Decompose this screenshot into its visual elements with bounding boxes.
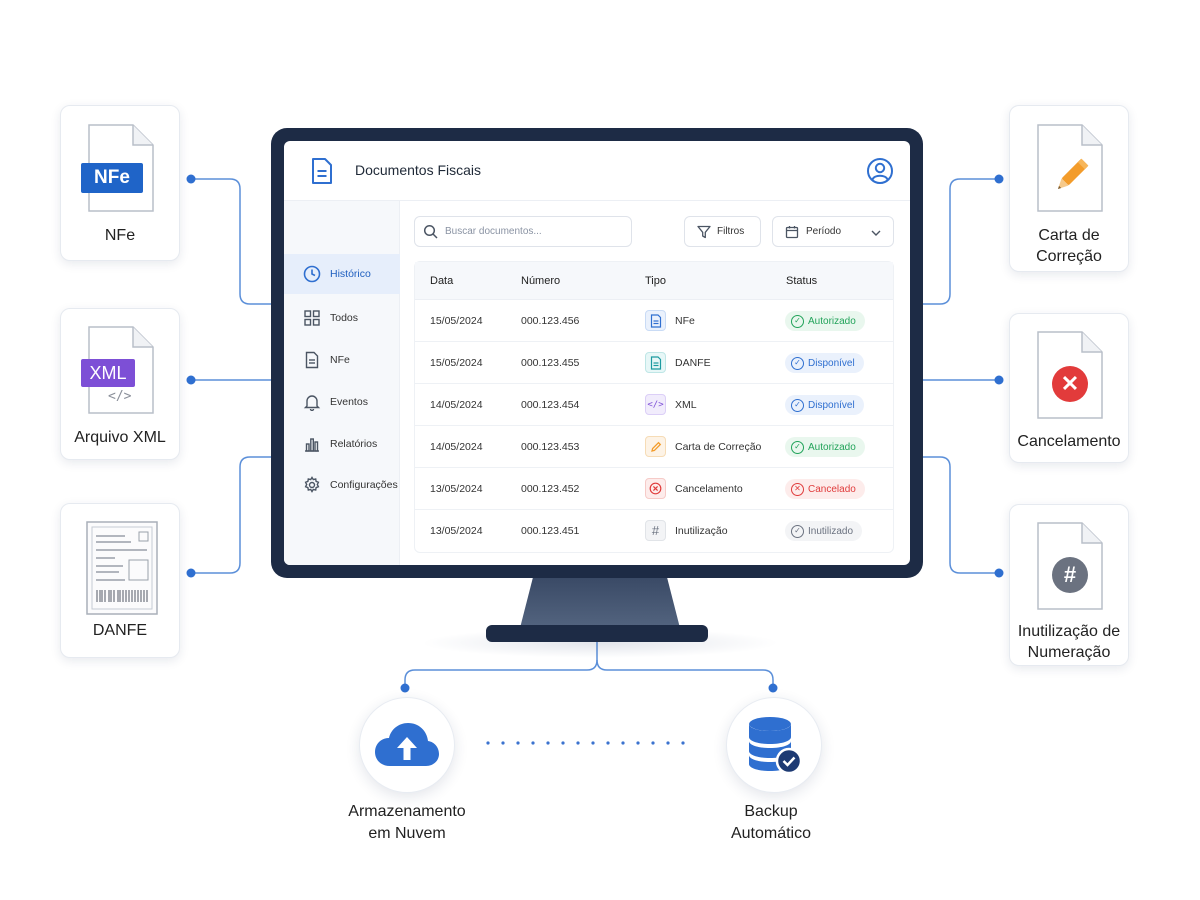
- code-icon: </>: [108, 389, 132, 404]
- cancel-document-icon: ✕: [1034, 330, 1104, 420]
- status-badge: ✓Autorizado: [785, 311, 865, 331]
- grid-icon: [302, 308, 322, 328]
- calendar-icon: [785, 225, 799, 238]
- code-icon: </>: [645, 394, 666, 415]
- user-avatar-icon[interactable]: [866, 157, 894, 185]
- x-icon: ✕: [791, 482, 804, 496]
- sidebar-item-relatorios[interactable]: Relatórios: [284, 424, 400, 464]
- pencil-icon: [645, 436, 666, 457]
- sidebar-item-nfe[interactable]: NFe: [284, 340, 400, 380]
- card-label-nfe: NFe: [104, 227, 136, 244]
- chevron-down-icon: [871, 230, 881, 236]
- header-status: Status: [786, 275, 818, 287]
- monitor-base: [486, 625, 708, 642]
- status-badge: ✕Cancelado: [785, 479, 865, 499]
- sidebar-item-label: Relatórios: [330, 438, 378, 450]
- table-row[interactable]: 13/05/2024 000.123.452 Cancelamento ✕Can…: [415, 468, 893, 510]
- cloud-storage-bubble[interactable]: [359, 697, 455, 793]
- card-label-danfe: DANFE: [92, 622, 148, 639]
- table-row[interactable]: 14/05/2024 000.123.453 Carta de Correção…: [415, 426, 893, 468]
- nfe-document-icon: NFe: [81, 123, 155, 213]
- sidebar: Histórico Todos NFe Eventos: [284, 201, 400, 565]
- sidebar-item-label: Eventos: [330, 396, 368, 408]
- sidebar-item-configuracoes[interactable]: Configurações: [284, 465, 400, 505]
- header-date: Data: [430, 275, 454, 287]
- check-icon: ✓: [791, 356, 804, 370]
- header-type: Tipo: [645, 275, 666, 287]
- document-icon: [312, 158, 332, 184]
- app-window: Documentos Fiscais Histórico Todos: [284, 141, 910, 565]
- sidebar-item-label: Histórico: [330, 268, 371, 280]
- backup-bubble[interactable]: [726, 697, 822, 793]
- check-icon: ✓: [791, 314, 804, 328]
- bell-icon: [302, 392, 322, 412]
- check-icon: ✓: [791, 398, 804, 412]
- hash-icon: #: [1052, 557, 1088, 593]
- sidebar-item-todos[interactable]: Todos: [284, 298, 400, 338]
- sidebar-item-eventos[interactable]: Eventos: [284, 382, 400, 422]
- page-title: Documentos Fiscais: [355, 162, 482, 178]
- xml-badge: XML: [81, 359, 135, 387]
- search-icon: [423, 224, 438, 239]
- card-label-cancelamento: Cancelamento: [1017, 433, 1121, 450]
- document-icon: [302, 350, 322, 370]
- search-placeholder: Buscar documentos...: [445, 226, 542, 237]
- search-input[interactable]: Buscar documentos...: [414, 216, 632, 247]
- database-check-icon: [749, 717, 803, 775]
- cloud-upload-icon: [375, 723, 439, 766]
- check-icon: ✓: [791, 440, 804, 454]
- status-badge: ✓Disponível: [785, 353, 864, 373]
- header-number: Número: [521, 275, 561, 287]
- pencil-icon: [1057, 158, 1089, 190]
- nfe-badge: NFe: [81, 163, 143, 193]
- sidebar-item-historico[interactable]: Histórico: [284, 254, 400, 294]
- table-row[interactable]: 15/05/2024 000.123.455 DANFE ✓Disponível: [415, 342, 893, 384]
- table-row[interactable]: 14/05/2024 000.123.454 </> XML ✓Disponív…: [415, 384, 893, 426]
- close-icon: ✕: [1052, 366, 1088, 402]
- cancel-icon: [645, 478, 666, 499]
- monitor-stand: [520, 578, 680, 628]
- sidebar-item-label: Configurações: [330, 479, 398, 491]
- sidebar-item-label: NFe: [330, 354, 350, 366]
- documents-table: Data Número Tipo Status 15/05/2024 000.1…: [414, 261, 894, 553]
- filters-button[interactable]: Filtros: [684, 216, 761, 247]
- gear-icon: [302, 475, 322, 495]
- table-header: Data Número Tipo Status: [415, 262, 893, 300]
- filter-icon: [697, 225, 711, 238]
- status-badge: ✓Inutilizado: [785, 521, 863, 541]
- correction-document-icon: [1034, 123, 1104, 213]
- inutilizacao-document-icon: #: [1034, 521, 1104, 611]
- card-nfe[interactable]: NFe NFe: [60, 105, 180, 261]
- card-xml[interactable]: XML </> Arquivo XML: [60, 308, 180, 460]
- document-icon: [645, 310, 666, 331]
- status-badge: ✓Disponível: [785, 395, 864, 415]
- xml-document-icon: XML </>: [81, 325, 155, 415]
- app-header: Documentos Fiscais: [284, 141, 910, 201]
- danfe-icon: [645, 352, 666, 373]
- card-label-xml: Arquivo XML: [74, 429, 166, 446]
- sidebar-item-label: Todos: [330, 312, 359, 324]
- hash-icon: #: [645, 520, 666, 541]
- clock-icon: [302, 264, 322, 284]
- card-danfe[interactable]: DANFE: [60, 503, 180, 658]
- table-row[interactable]: 13/05/2024 000.123.451 # Inutilização ✓I…: [415, 510, 893, 552]
- monitor: Documentos Fiscais Histórico Todos: [271, 128, 923, 578]
- bar-chart-icon: [302, 434, 322, 454]
- card-cancelamento[interactable]: ✕ Cancelamento: [1009, 313, 1129, 463]
- status-badge: ✓Autorizado: [785, 437, 865, 457]
- period-select[interactable]: Período: [772, 216, 894, 247]
- check-icon: ✓: [791, 524, 804, 538]
- table-row[interactable]: 15/05/2024 000.123.456 NFe ✓Autorizado: [415, 300, 893, 342]
- danfe-document-icon: [85, 520, 158, 615]
